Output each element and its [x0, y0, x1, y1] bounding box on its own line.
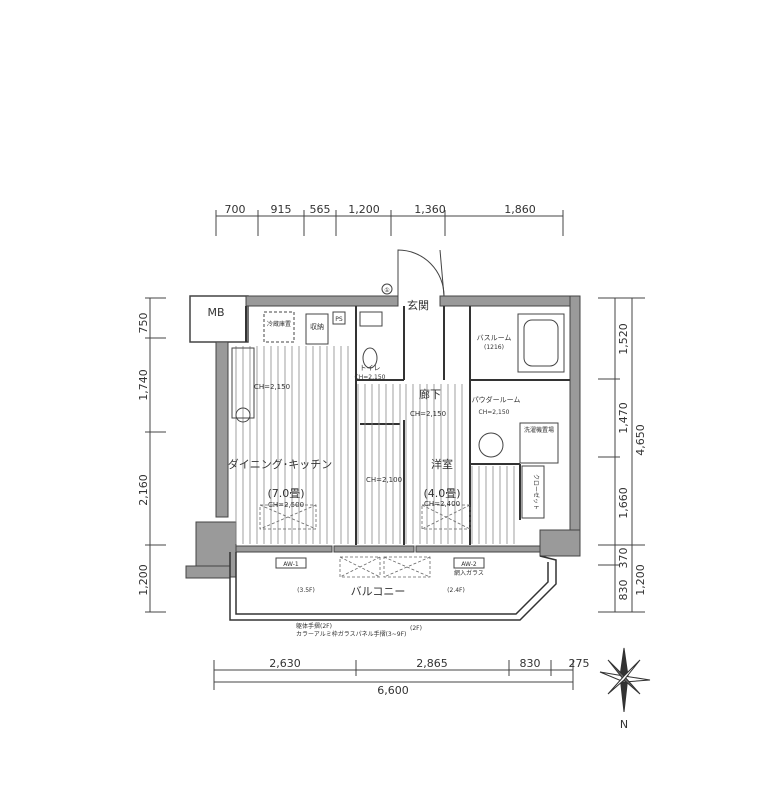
dim-right-total-2: 1,200 [634, 564, 647, 596]
toilet-bowl [362, 347, 378, 369]
bottom-dimension [213, 660, 574, 690]
label-ps: PS [335, 316, 343, 323]
balcony-outline [229, 552, 557, 621]
dim-left-4: 1,200 [137, 564, 150, 596]
entrance-mark-label: ① [384, 287, 389, 294]
label-hallway-ch: CH=2,100 [366, 476, 402, 484]
ps-box [332, 311, 346, 325]
top-dimension [215, 210, 564, 236]
sink [478, 432, 504, 458]
label-dk-ch2: CH=2,150 [254, 383, 290, 391]
dim-right-4: 370 [617, 548, 630, 569]
label-closet: クローゼット [532, 474, 540, 510]
entrance-mark [381, 283, 393, 295]
label-toilet-ch: CH=2,150 [355, 374, 386, 381]
label-north: N [620, 718, 628, 731]
label-bathroom: バスルーム [477, 334, 512, 342]
interior-walls [245, 306, 570, 545]
storage-box [305, 313, 329, 345]
label-bathroom-size: (1216) [484, 344, 504, 351]
label-storage: 収納 [310, 322, 324, 331]
label-dk-ch: CH=2,500 [268, 501, 304, 509]
washer-space [519, 422, 559, 464]
flooring [235, 346, 515, 544]
bathtub-inner [523, 319, 559, 367]
dim-right-total-1: 4,650 [634, 424, 647, 456]
label-aw2: AW-2 [461, 561, 477, 568]
dim-top-6: 1,860 [504, 203, 536, 216]
mb-shaft [189, 295, 249, 343]
label-powder-room-ch: CH=2,150 [479, 409, 510, 416]
dim-right-3: 1,660 [617, 487, 630, 519]
label-aw2-size: (2.4F) [447, 587, 465, 594]
mb-label: MB [207, 306, 224, 319]
bathtub [517, 313, 565, 373]
dim-top-3: 565 [310, 203, 331, 216]
label-western-room: 洋室 [431, 457, 453, 471]
kitchen-counter [231, 347, 255, 419]
dim-left-3: 2,160 [137, 474, 150, 506]
dim-right-2: 1,470 [617, 402, 630, 434]
note-railing-3: (2F) [410, 625, 422, 632]
label-washer: 洗濯機置場 [524, 426, 554, 434]
dim-right-1: 1,520 [617, 323, 630, 355]
exterior-walls [185, 295, 581, 579]
label-dk-size: (7.0畳) [267, 487, 304, 500]
note-railing-2: カラーアルミ枠ガラスパネル手摺(3~9F) [296, 630, 406, 638]
label-corridor-ch: CH=2,150 [410, 410, 446, 418]
dim-bottom-2: 2,865 [416, 657, 448, 670]
north-arrow [599, 647, 651, 713]
dim-top-5: 1,360 [414, 203, 446, 216]
dim-top-2: 915 [271, 203, 292, 216]
stove-burner [235, 407, 251, 423]
aw1-tag [275, 557, 307, 569]
dim-left-2: 1,740 [137, 369, 150, 401]
dim-right-5: 830 [617, 580, 630, 601]
right-dimension [598, 297, 645, 613]
label-aw2-glass: 網入ガラス [454, 569, 484, 577]
label-fridge: 冷蔵庫置 [267, 320, 291, 328]
label-western-room-ch: CH=2,400 [424, 500, 460, 508]
label-toilet: トイレ [360, 364, 381, 372]
dim-top-1: 700 [225, 203, 246, 216]
label-powder-room: パウダールーム [472, 395, 521, 404]
aw2-tag [453, 557, 485, 569]
label-dining-kitchen: ダイニング･キッチン [228, 457, 333, 471]
window-cross [259, 504, 471, 578]
closet-box [521, 465, 545, 519]
dim-top-4: 1,200 [348, 203, 380, 216]
dim-bottom-total: 6,600 [377, 684, 409, 697]
left-dimension [145, 297, 166, 613]
label-western-room-size: (4.0畳) [423, 487, 460, 500]
toilet-tank [359, 311, 383, 327]
dim-left-1: 750 [137, 313, 150, 334]
fridge-space [263, 311, 295, 343]
note-railing-1: 躯体手摺(2F) [296, 622, 332, 630]
label-entrance: 玄関 [407, 298, 429, 312]
label-balcony: バルコニー [351, 585, 406, 598]
dim-bottom-1: 2,630 [269, 657, 301, 670]
label-aw1-size: (3.5F) [297, 587, 315, 594]
dim-bottom-3: 830 [520, 657, 541, 670]
entrance-door [397, 249, 445, 297]
label-aw1: AW-1 [283, 561, 299, 568]
label-corridor: 廊下 [419, 387, 441, 401]
dim-bottom-4: 275 [569, 657, 590, 670]
